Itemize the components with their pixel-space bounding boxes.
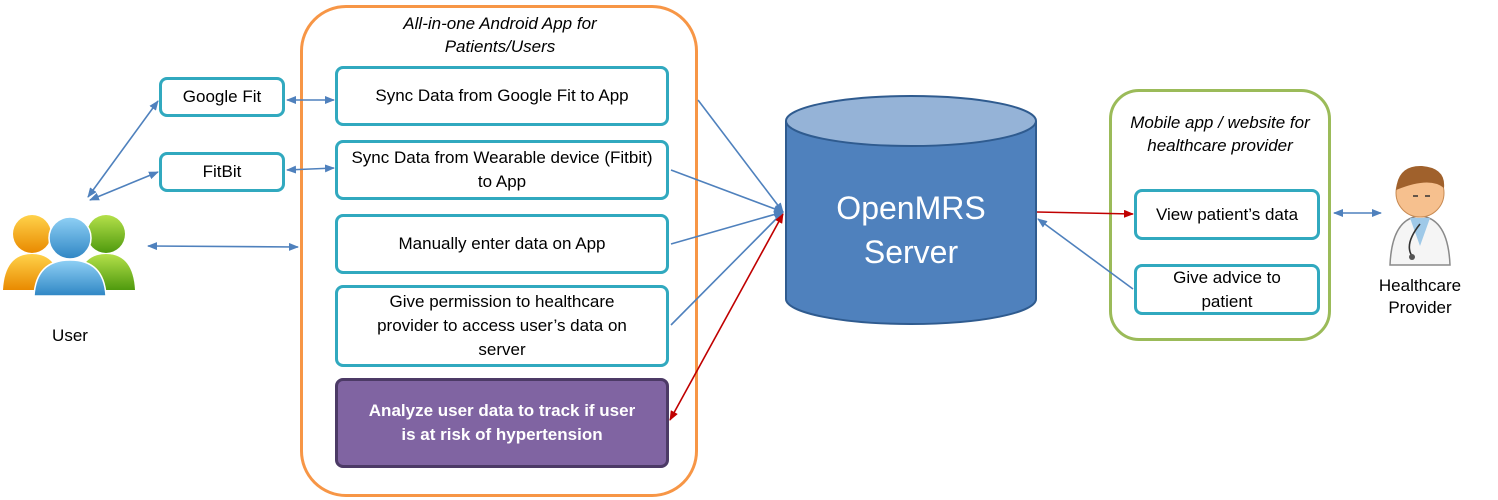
sync-wearable-box[interactable]: Sync Data from Wearable device (Fitbit) …: [335, 140, 669, 200]
analyze-box[interactable]: Analyze user data to track if user is at…: [335, 378, 669, 468]
android-app-title: All-in-one Android App for Patients/User…: [403, 14, 597, 56]
give-advice-label: Give advice to patient: [1173, 267, 1281, 311]
server-to-analyze-arrow: [669, 213, 784, 421]
app-to-server-arrows: [670, 99, 784, 326]
user-label: User: [52, 326, 88, 345]
analyze-label: Analyze user data to track if user is at…: [368, 401, 636, 444]
user-to-google-fit-arrow: [87, 100, 159, 198]
fitbit-to-sync-arrow: [286, 164, 335, 174]
sync-google-fit-box[interactable]: Sync Data from Google Fit to App: [335, 66, 669, 126]
sync-wearable-label: Sync Data from Wearable device (Fitbit) …: [351, 148, 653, 191]
users-icon: [3, 215, 135, 297]
view-data-box[interactable]: View patient’s data: [1134, 189, 1320, 240]
openmrs-server-label: OpenMRS Server: [836, 190, 986, 270]
give-permission-label: Give permission to healthcare provider t…: [377, 292, 627, 359]
give-advice-box[interactable]: Give advice to patient: [1134, 264, 1320, 315]
server-to-view-data-arrow: [1036, 209, 1134, 218]
manual-entry-box[interactable]: Manually enter data on App: [335, 214, 669, 274]
advice-to-server-arrow: [1037, 218, 1134, 290]
manual-entry-label: Manually enter data on App: [398, 234, 606, 253]
google-fit-box[interactable]: Google Fit: [159, 77, 285, 117]
user-to-app-arrow: [147, 242, 299, 251]
fitbit-box[interactable]: FitBit: [159, 152, 285, 192]
view-data-label: View patient’s data: [1155, 204, 1299, 224]
sync-google-fit-label: Sync Data from Google Fit to App: [375, 86, 629, 105]
user-to-fitbit-arrow: [89, 171, 159, 201]
healthcare-provider-label: Healthcare Provider: [1378, 276, 1462, 317]
google-fit-label: Google Fit: [182, 87, 262, 106]
doctor-icon: [1389, 165, 1451, 266]
give-permission-box[interactable]: Give permission to healthcare provider t…: [335, 285, 669, 367]
openmrs-server-cylinder: [785, 95, 1037, 325]
fitbit-label: FitBit: [202, 162, 242, 181]
provider-app-title: Mobile app / website for healthcare prov…: [1130, 113, 1310, 155]
